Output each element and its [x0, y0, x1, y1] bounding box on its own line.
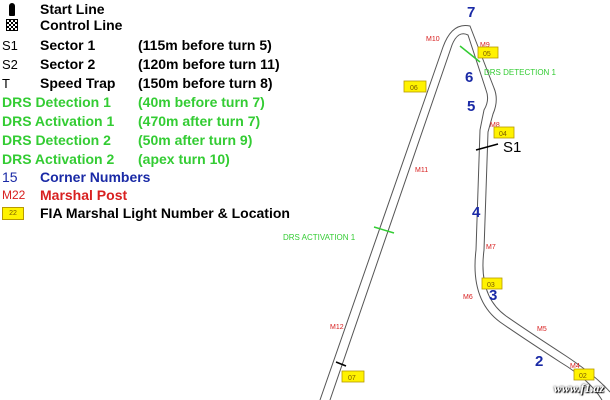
legend-label: Speed Trap [40, 75, 116, 91]
legend-symbol: T [2, 75, 10, 91]
legend-desc: (apex turn 10) [138, 151, 230, 167]
marshal-post: M11 [415, 167, 428, 174]
sector-1-line [475, 143, 499, 151]
start-line-marker [335, 361, 347, 367]
marshal-post: M9 [480, 42, 490, 49]
turn-number: 6 [465, 69, 473, 86]
svg-text:02: 02 [579, 373, 587, 380]
legend-desc: (120m before turn 11) [138, 56, 280, 72]
legend-label: DRS Detection 1 [2, 94, 111, 110]
svg-text:06: 06 [410, 85, 418, 92]
sector-1-label: S1 [503, 139, 521, 156]
marshal-post: M12 [330, 324, 344, 331]
legend-symbol: M22 [2, 188, 26, 202]
legend-label: Sector 2 [40, 56, 96, 72]
legend-label: DRS Activation 1 [2, 113, 115, 129]
drs-activation-label: DRS ACTIVATION 1 [283, 233, 356, 242]
turn-number: 7 [467, 4, 475, 21]
legend-symbol: 15 [2, 169, 18, 185]
marshal-post: M7 [486, 244, 496, 251]
light-box: 07 [341, 370, 365, 383]
svg-text:07: 07 [348, 375, 356, 382]
marshal-post: M8 [490, 122, 500, 129]
legend-label: DRS Detection 2 [2, 132, 111, 148]
legend-desc: (50m after turn 9) [138, 132, 253, 148]
light-box: 02 [573, 368, 595, 381]
legend-label: DRS Activation 2 [2, 151, 115, 167]
light-box: 05 [477, 46, 499, 59]
legend-label: Sector 1 [40, 37, 96, 53]
marshal-post: M5 [537, 326, 547, 333]
legend-symbol: S2 [2, 56, 18, 72]
legend-label: Control Line [40, 17, 123, 33]
checkered-flag-icon [2, 15, 36, 35]
svg-text:04: 04 [499, 131, 507, 138]
legend-desc: (150m before turn 8) [138, 75, 273, 91]
marshal-post: M10 [426, 36, 440, 43]
legend-label: Corner Numbers [40, 169, 151, 185]
drs-activation-line [373, 226, 395, 234]
light-box: 06 [403, 80, 427, 93]
turn-number: 5 [467, 98, 475, 115]
turn-number: 4 [472, 204, 481, 221]
drs-detection-label: DRS DETECTION 1 [484, 68, 557, 77]
legend-desc: (40m before turn 7) [138, 94, 265, 110]
drs-detection-line [459, 45, 481, 63]
light-box: 03 [481, 277, 503, 290]
legend-desc: (470m after turn 7) [138, 113, 261, 129]
start-line-icon [2, 0, 36, 19]
svg-text:05: 05 [483, 51, 491, 58]
light-box: 04 [493, 126, 515, 139]
marshal-post: M6 [463, 294, 473, 301]
turn-number: 3 [489, 287, 497, 304]
legend-label: Marshal Post [40, 187, 128, 203]
watermark: www.f1.az [553, 381, 604, 395]
light-box-icon: 22 [2, 203, 36, 223]
legend-desc: (115m before turn 5) [138, 37, 272, 53]
turn-number: 2 [535, 353, 543, 370]
track-edge-outer [329, 33, 603, 400]
svg-text:03: 03 [487, 282, 495, 289]
legend-label: FIA Marshal Light Number & Location [40, 205, 290, 221]
legend-label: Start Line [40, 1, 105, 17]
legend-symbol: S1 [2, 37, 18, 53]
marshal-post: M4 [570, 363, 580, 370]
